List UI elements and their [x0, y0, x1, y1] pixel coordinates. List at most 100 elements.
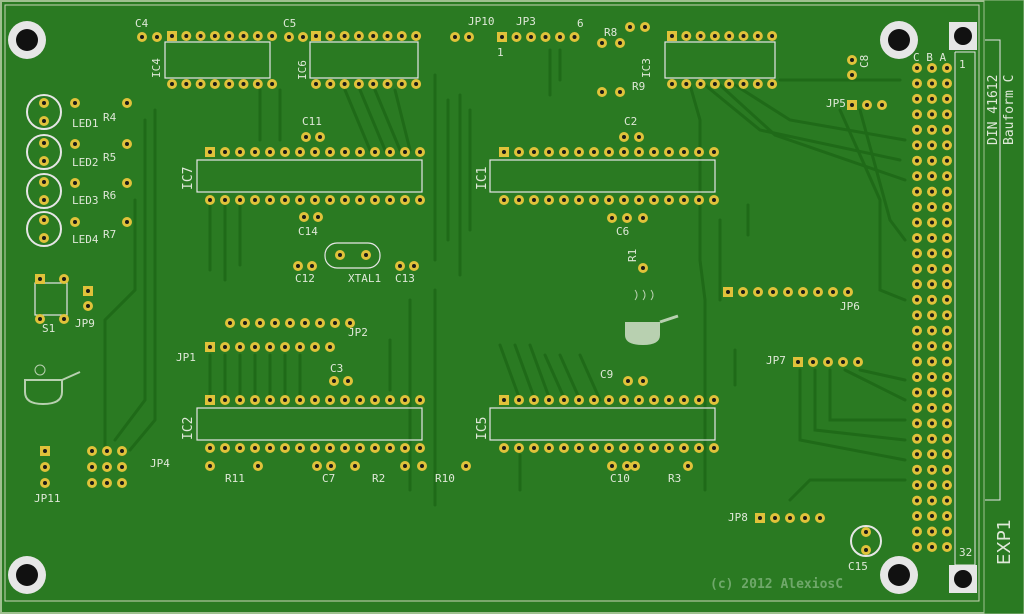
- pad-hole: [198, 34, 203, 38]
- pad-hole: [105, 449, 109, 453]
- pad-hole: [241, 82, 246, 86]
- pad-hole: [622, 135, 626, 139]
- label-led4: LED4: [72, 233, 99, 246]
- pad-hole: [641, 379, 645, 383]
- label-ic3: IC3: [640, 58, 653, 78]
- pad-hole: [945, 251, 949, 256]
- pad-hole: [333, 321, 337, 325]
- pad-hole: [517, 198, 521, 202]
- pad-hole: [930, 251, 934, 256]
- pad-hole: [607, 446, 611, 450]
- pad-hole: [622, 198, 626, 202]
- pad-hole: [316, 215, 320, 219]
- pad-hole: [371, 34, 376, 38]
- pad-hole: [298, 150, 302, 154]
- pad-hole: [915, 405, 919, 410]
- ic-outlines: [34, 41, 776, 441]
- pad-hole: [755, 82, 760, 86]
- pad-hole: [223, 398, 227, 402]
- pad-hole: [816, 290, 820, 294]
- pad-hole: [270, 34, 275, 38]
- pad-hole: [930, 143, 934, 148]
- pad-hole: [223, 345, 227, 349]
- pad-hole: [42, 159, 46, 163]
- pad-hole: [403, 464, 407, 468]
- pad-hole: [930, 112, 934, 117]
- label-ic4: IC4: [150, 58, 163, 78]
- pad-hole: [930, 483, 934, 488]
- pad-hole: [626, 379, 630, 383]
- pad-hole: [930, 205, 934, 210]
- pad-hole: [755, 34, 760, 38]
- label-jp3: JP3: [516, 15, 536, 28]
- pad-hole: [155, 35, 159, 39]
- pad-hole: [62, 277, 66, 281]
- label-jp3-pin6: 6: [577, 17, 584, 30]
- pad-hole: [268, 198, 272, 202]
- pad-hole: [328, 82, 333, 86]
- pad-hole: [945, 266, 949, 271]
- pad-hole: [945, 205, 949, 210]
- pad-hole: [930, 405, 934, 410]
- pad-hole: [283, 446, 287, 450]
- pad-hole: [517, 150, 521, 154]
- label-c2: C2: [624, 115, 637, 128]
- pad-hole: [298, 398, 302, 402]
- label-din: DIN 41612: [986, 75, 1001, 145]
- label-jp9: JP9: [75, 317, 95, 330]
- pad-hole: [945, 143, 949, 148]
- pad-hole: [618, 90, 622, 94]
- pad-hole: [945, 297, 949, 302]
- pad-hole: [930, 174, 934, 179]
- led-outlines: [26, 94, 882, 557]
- pad-hole: [238, 446, 242, 450]
- pad-hole: [915, 174, 919, 179]
- pad-hole: [328, 150, 332, 154]
- label-ic7: IC7: [181, 167, 196, 190]
- pad-hole: [364, 253, 368, 257]
- pad-hole: [120, 481, 124, 485]
- pad-hole: [73, 220, 77, 224]
- pad-hole: [652, 446, 656, 450]
- pad-hole: [622, 446, 626, 450]
- pad-hole: [930, 529, 934, 534]
- pad-hole: [930, 313, 934, 318]
- pad-hole: [255, 34, 260, 38]
- label-led1: LED1: [72, 117, 99, 130]
- pad-hole: [945, 421, 949, 426]
- label-ic5: IC5: [475, 417, 490, 440]
- pad-hole: [930, 220, 934, 225]
- pad-hole: [788, 516, 792, 520]
- pad-hole: [283, 345, 287, 349]
- pad-hole: [850, 103, 854, 107]
- label-c14: C14: [298, 225, 318, 238]
- pad-hole: [385, 34, 390, 38]
- pad-hole: [298, 446, 302, 450]
- pad-hole: [315, 464, 319, 468]
- pad-hole: [42, 198, 46, 202]
- pad-hole: [342, 82, 347, 86]
- pad-hole: [318, 321, 322, 325]
- pad-hole: [682, 446, 686, 450]
- pad-hole: [930, 498, 934, 503]
- label-c12: C12: [295, 272, 315, 285]
- label-c15: C15: [848, 560, 868, 573]
- pad-hole: [773, 516, 777, 520]
- pad-hole: [302, 215, 306, 219]
- pad-hole: [342, 34, 347, 38]
- pad-hole: [184, 34, 189, 38]
- pad-hole: [105, 481, 109, 485]
- pad-hole: [865, 103, 869, 107]
- pad-hole: [385, 82, 390, 86]
- pad-hole: [643, 25, 647, 29]
- pad-hole: [328, 446, 332, 450]
- pad-hole: [641, 266, 645, 270]
- pad-hole: [241, 34, 246, 38]
- pad-hole: [930, 452, 934, 457]
- pad-hole: [418, 198, 422, 202]
- pad-hole: [105, 465, 109, 469]
- pad-hole: [313, 150, 317, 154]
- pad-hole: [637, 150, 641, 154]
